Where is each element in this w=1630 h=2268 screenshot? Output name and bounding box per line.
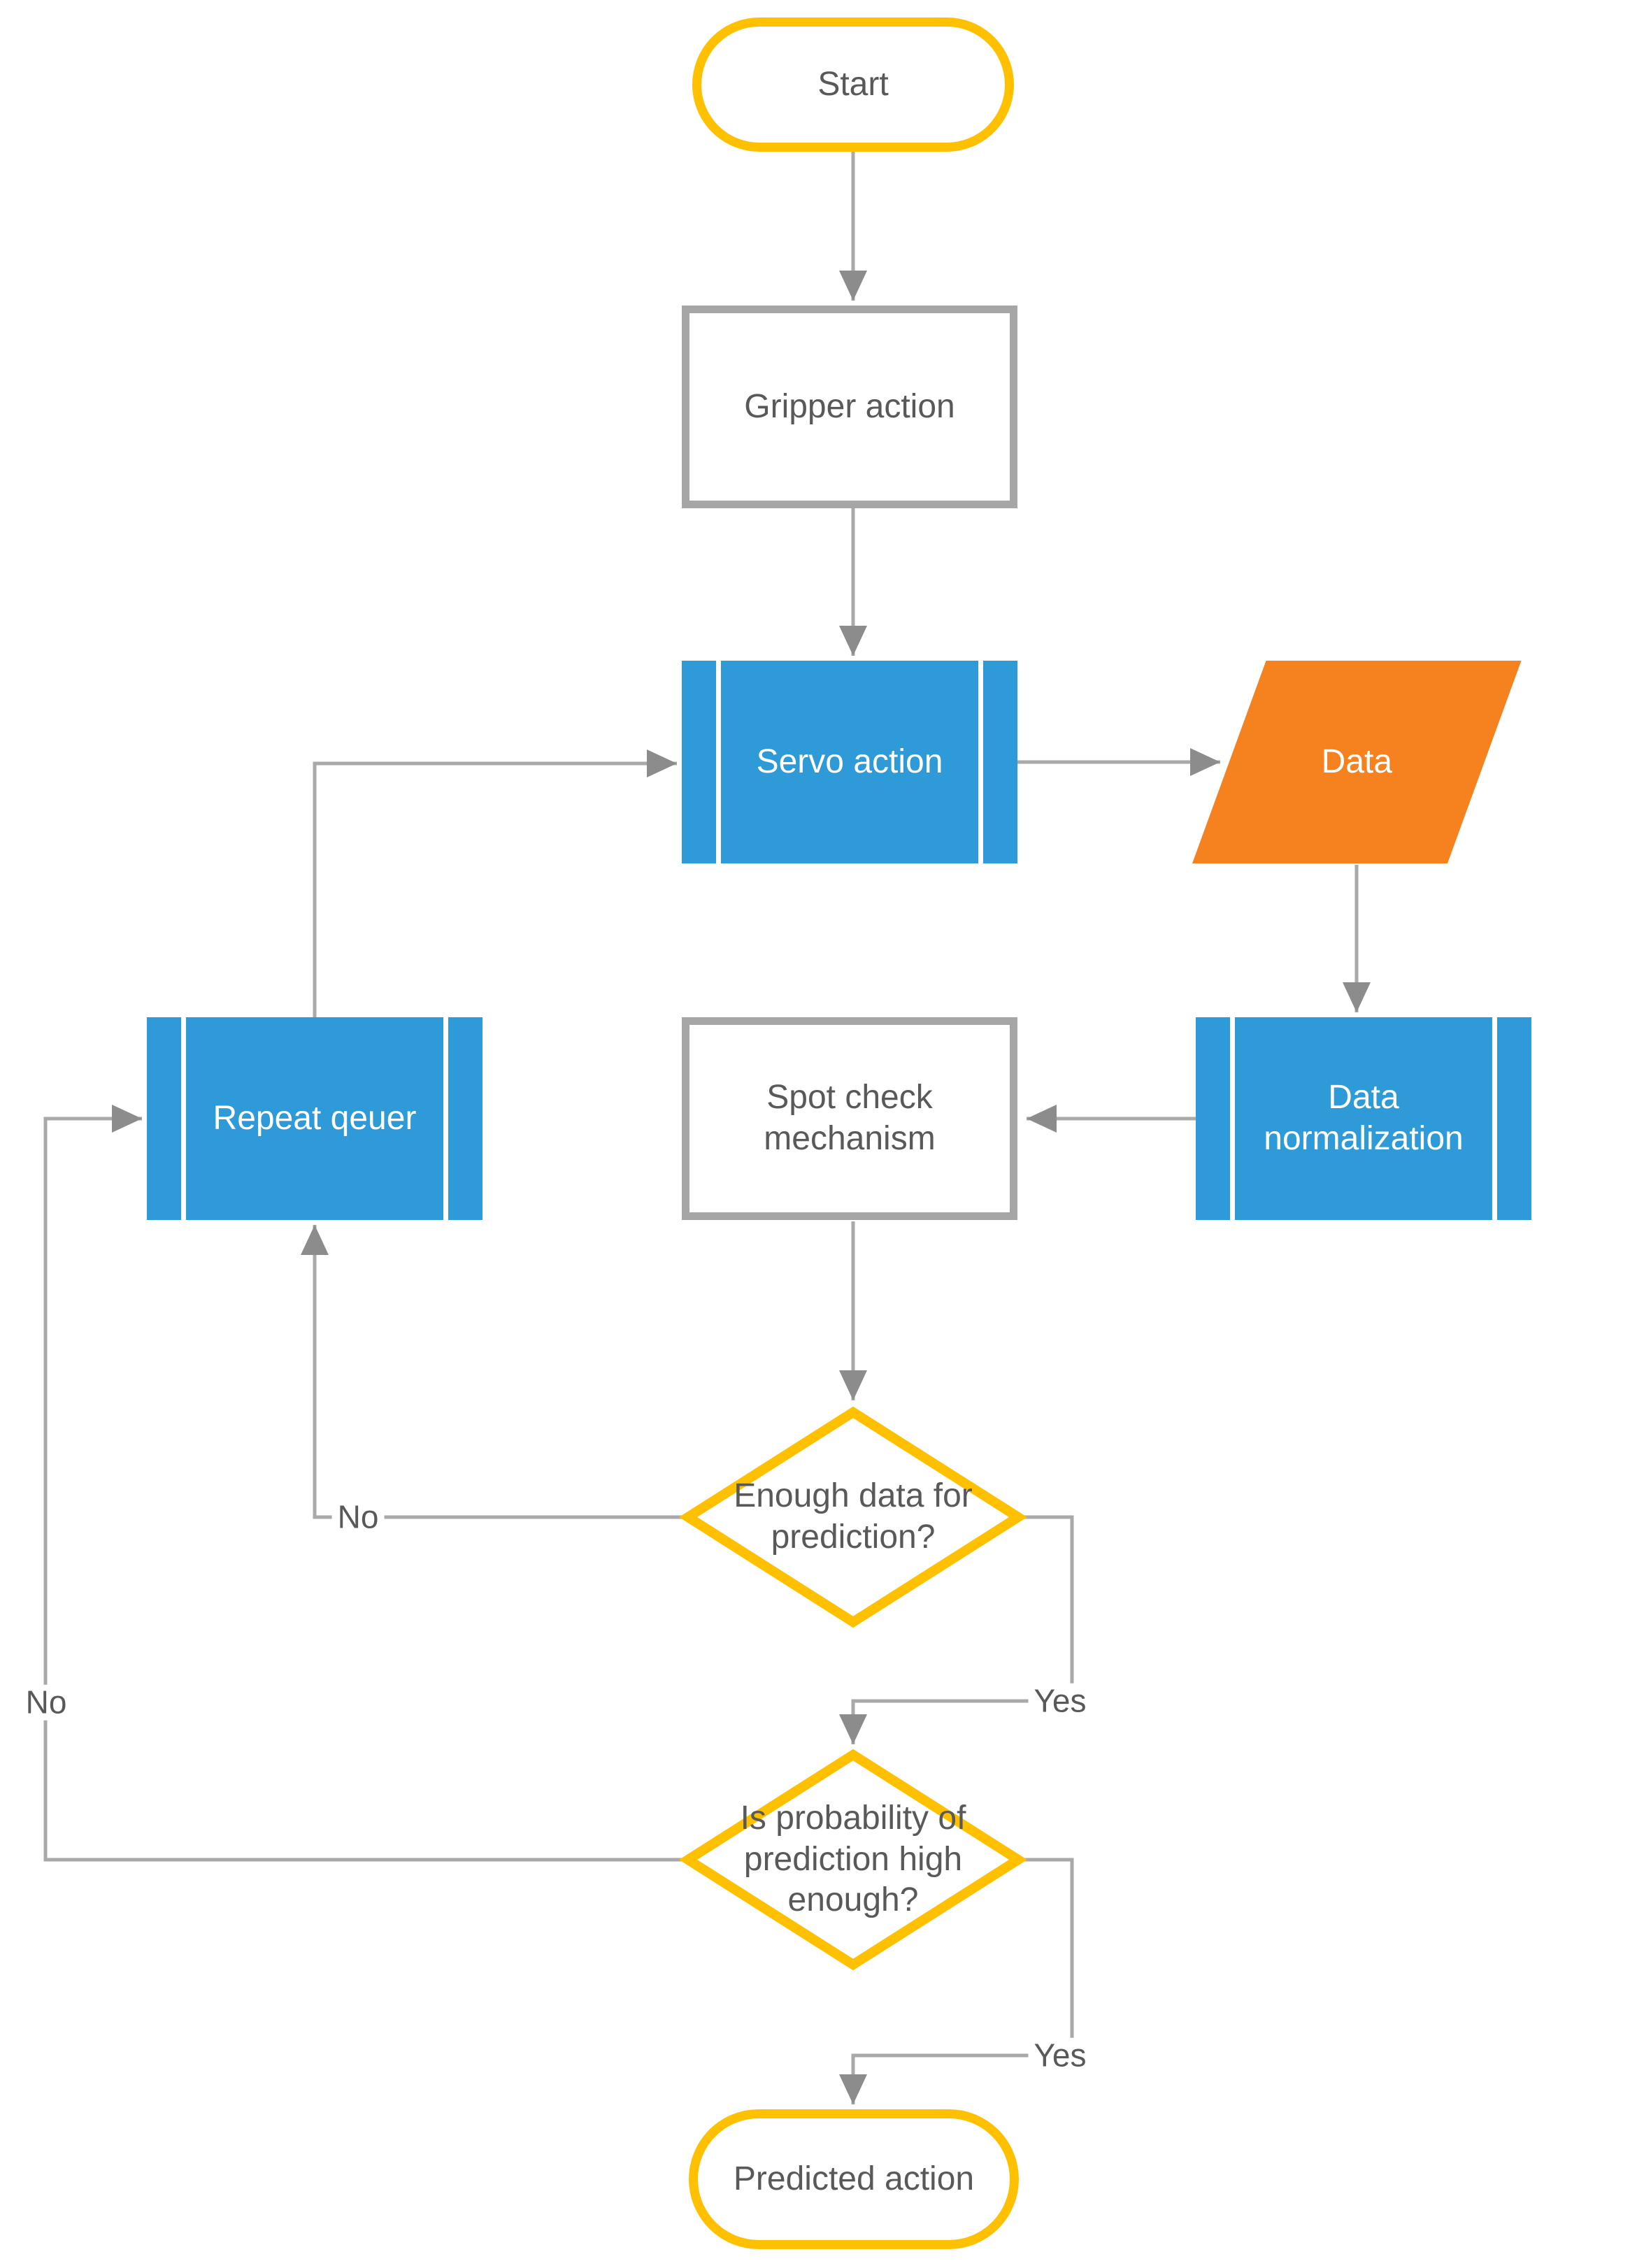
node-servo-action-label: Servo action <box>756 742 943 780</box>
node-spot-check-mechanism: Spot check mechanism <box>682 1017 1017 1220</box>
node-data-label: Data <box>1321 742 1392 780</box>
node-decision-probability-label: Is probability of prediction high enough… <box>740 1800 966 1919</box>
edge-label-probability-no: No <box>20 1685 73 1721</box>
predefined-process-bar <box>1492 1017 1497 1220</box>
edge-decision1-no-to-repeat <box>301 1225 682 1519</box>
predefined-process-bar <box>181 1017 186 1220</box>
node-start: Start <box>692 17 1014 152</box>
decision-diamond-shape <box>678 1749 1028 1971</box>
node-predicted-action: Predicted action <box>689 2109 1019 2249</box>
node-decision-enough-data-label: Enough data for prediction? <box>734 1477 973 1556</box>
edge-label-probability-yes: Yes <box>1028 2038 1092 2074</box>
node-gripper-action: Gripper action <box>682 306 1017 508</box>
edge-label-enough-data-no: No <box>331 1500 385 1535</box>
node-predicted-action-label: Predicted action <box>733 2160 975 2197</box>
edge-repeat-to-servo <box>313 749 677 1017</box>
node-spot-check-label: Spot check mechanism <box>764 1079 936 1157</box>
decision-diamond-shape <box>678 1406 1028 1628</box>
node-gripper-action-label: Gripper action <box>744 387 955 425</box>
predefined-process-bar <box>978 661 983 863</box>
predefined-process-bar <box>716 661 721 863</box>
node-decision-enough-data: Enough data for prediction? <box>678 1405 1028 1629</box>
node-repeat-qeuer-label: Repeat qeuer <box>213 1099 417 1137</box>
node-start-label: Start <box>817 65 889 103</box>
node-data-normalization-label: Data normalization <box>1264 1079 1464 1157</box>
edge-decision2-no-to-repeat <box>43 1105 682 1862</box>
predefined-process-bar <box>443 1017 448 1220</box>
predefined-process-bar <box>1230 1017 1235 1220</box>
node-repeat-qeuer: Repeat qeuer <box>147 1017 482 1220</box>
node-data-normalization: Data normalization <box>1196 1017 1531 1220</box>
edge-label-enough-data-yes: Yes <box>1028 1684 1092 1719</box>
node-servo-action: Servo action <box>682 661 1017 863</box>
node-decision-probability: Is probability of prediction high enough… <box>678 1748 1028 1972</box>
